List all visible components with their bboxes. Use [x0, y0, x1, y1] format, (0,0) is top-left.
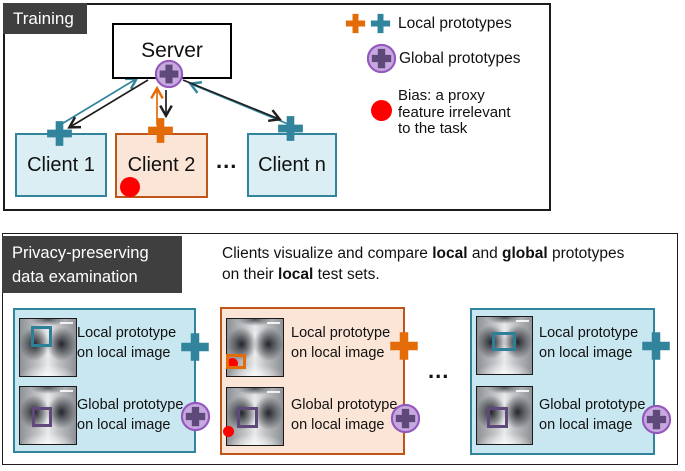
client1-local-prototype-icon	[47, 121, 72, 146]
client2-bias-dot-icon	[120, 177, 140, 197]
examination-description: Clients visualize and compare local and …	[222, 245, 625, 283]
local-prototype-icon	[181, 333, 209, 361]
global-prototype-icon	[390, 403, 421, 434]
client2-label: Client 2	[127, 154, 196, 176]
legend-local-orange-plus-icon	[345, 13, 366, 34]
clientn-box: Client n	[247, 133, 337, 197]
bias-dot-icon	[223, 426, 234, 437]
client2-local-prototype-icon	[148, 118, 173, 143]
xray-image	[476, 386, 533, 445]
arrow-server-to-clientn	[182, 79, 282, 123]
global-prototype-row-label: Global prototype on local image	[77, 397, 184, 433]
clients-ellipsis: ...	[216, 148, 238, 173]
clientn-label: Client n	[258, 153, 326, 176]
local-prototype-row-label: Local prototype on local image	[77, 325, 177, 361]
local-prototype-icon	[390, 332, 418, 360]
local-prototype-icon	[642, 332, 670, 360]
global-prototype-icon	[641, 404, 672, 435]
global-prototype-icon	[154, 59, 184, 89]
global-prototype-icon	[180, 401, 211, 432]
legend-global-prototype-icon	[366, 43, 397, 74]
local-prototype-row-label: Local prototype on local image	[539, 325, 639, 361]
arrow-client1-to-server	[59, 77, 139, 126]
arrow-server-to-client1	[67, 79, 149, 129]
xray-image	[476, 316, 533, 375]
training-section-label: Training	[3, 3, 87, 34]
legend-bias-label: Bias: a proxy feature irrelevant to the …	[398, 87, 511, 137]
panel-client2: Local prototype on local image Global pr…	[220, 307, 421, 455]
legend-local-label: Local prototypes	[398, 15, 512, 32]
local-prototype-region-box	[31, 326, 52, 347]
local-prototype-region-box	[492, 332, 516, 351]
training-arrows	[59, 77, 289, 129]
xray-image	[19, 318, 77, 377]
panels-ellipsis: ...	[428, 358, 450, 383]
legend-bias-dot-icon	[371, 100, 392, 121]
local-prototype-region-box	[226, 354, 246, 369]
local-prototype-row-label: Local prototype on local image	[291, 325, 391, 361]
client1-label: Client 1	[27, 153, 95, 176]
panel-clientn: Local prototype on local image Global pr…	[470, 308, 672, 455]
client1-box: Client 1	[15, 133, 107, 197]
global-prototype-region-box	[487, 407, 508, 428]
xray-image	[19, 386, 77, 445]
bias-dot-icon	[227, 358, 238, 369]
examination-section-label: Privacy-preserving data examination	[2, 236, 182, 293]
global-prototype-row-label: Global prototype on local image	[291, 397, 398, 433]
panel-client1: Local prototype on local image Global pr…	[13, 308, 211, 453]
legend-local-teal-plus-icon	[370, 13, 391, 34]
xray-image	[223, 387, 284, 446]
global-prototype-region-box	[237, 407, 258, 428]
global-prototype-row-label: Global prototype on local image	[539, 397, 646, 433]
global-prototype-region-box	[32, 407, 52, 427]
server-label: Server	[141, 39, 203, 62]
clientn-local-prototype-icon	[278, 116, 303, 141]
legend-global-label: Global prototypes	[399, 50, 521, 67]
xray-image	[226, 318, 284, 377]
